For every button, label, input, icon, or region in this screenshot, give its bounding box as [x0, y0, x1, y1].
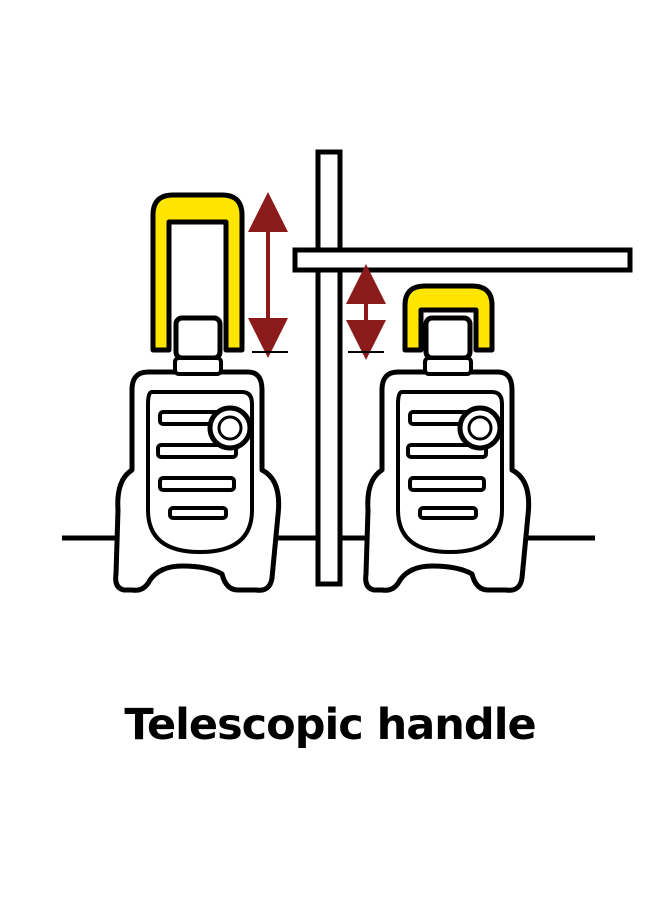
caption-title: Telescopic handle	[124, 700, 536, 750]
height-arrow-extended	[248, 192, 288, 358]
extended-handle	[150, 192, 245, 353]
pressure-washer-extended	[113, 192, 282, 593]
pressure-washer-retracted	[363, 283, 532, 593]
height-arrow-retracted	[346, 264, 386, 360]
retracted-handle	[402, 283, 495, 353]
